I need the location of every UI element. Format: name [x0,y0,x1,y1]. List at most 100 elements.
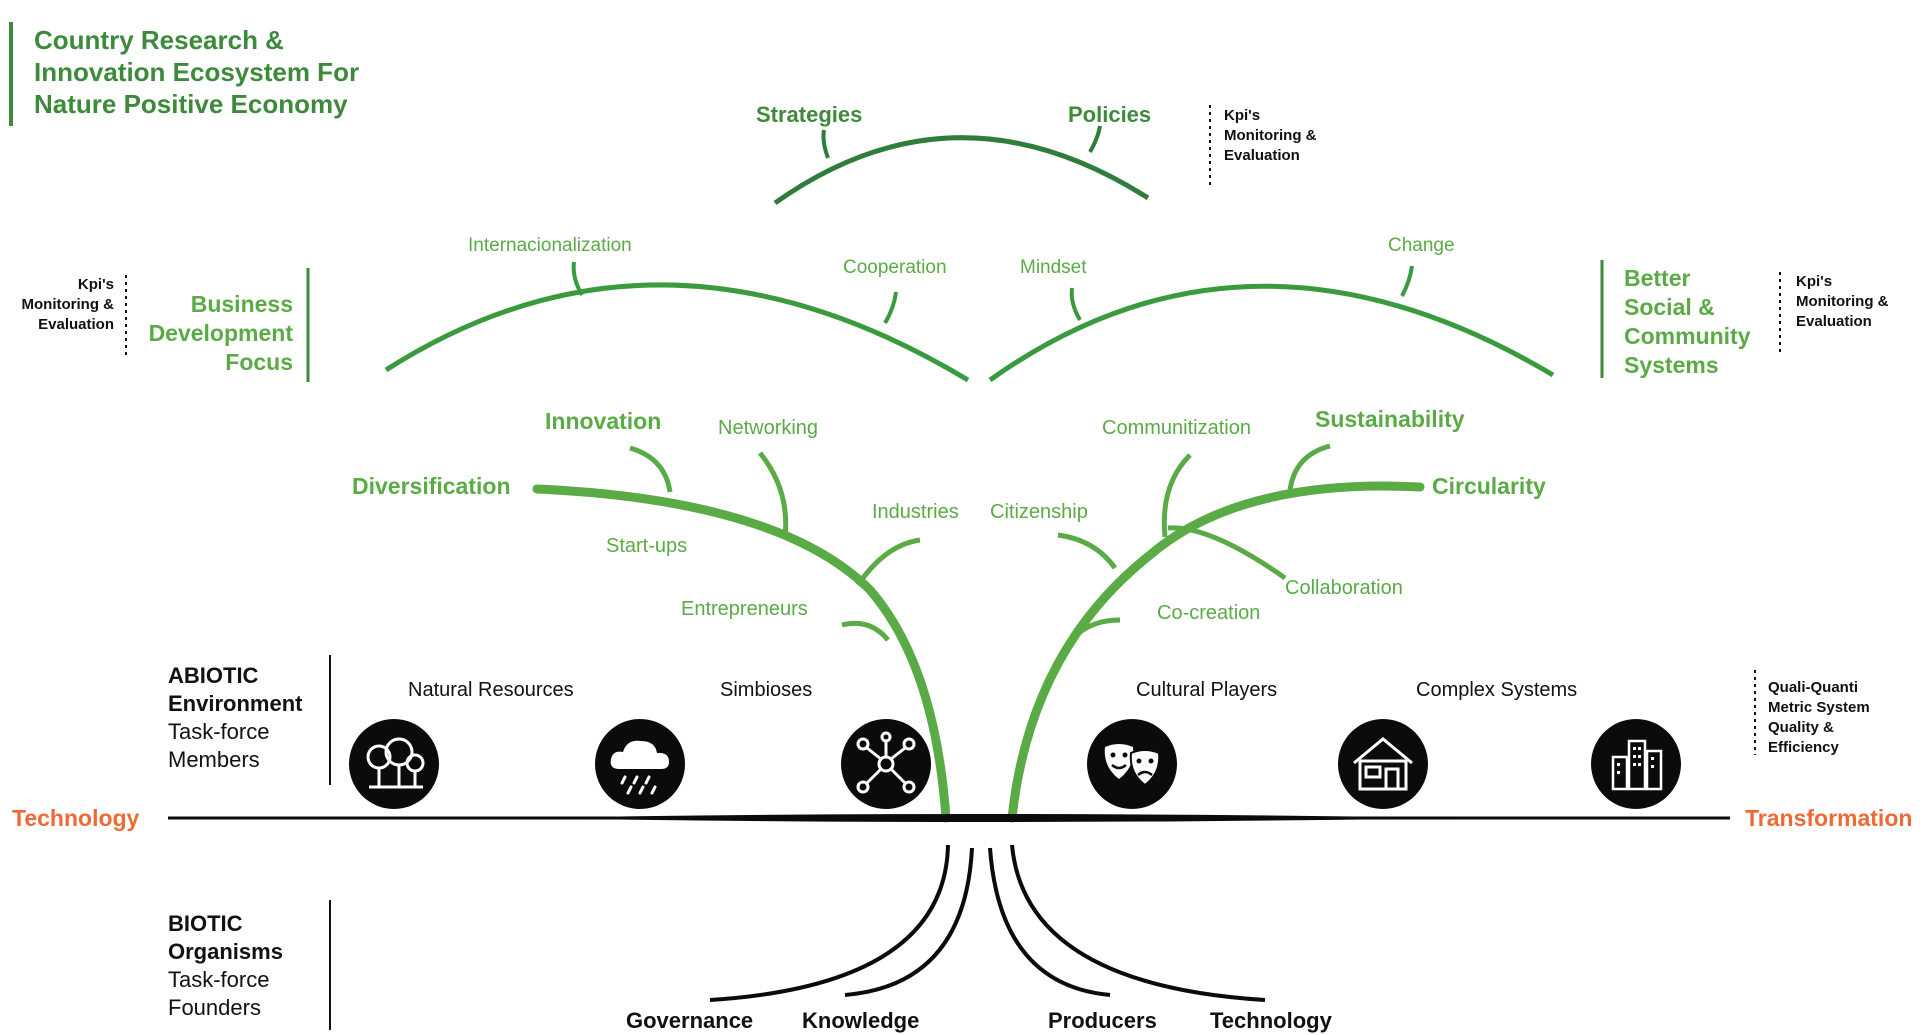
label-startups: Start-ups [606,535,688,557]
ground-line-bulge [520,814,1460,822]
label-cooperation: Cooperation [843,257,947,278]
left-kpi: Kpi's Monitoring & Evaluation [8,275,114,335]
root-label-technology: Technology [1210,1008,1332,1033]
label-communitization: Communitization [1102,417,1251,439]
business-development-title: Business Development Focus [138,290,293,377]
biotic-title-line: BIOTIC [168,911,243,936]
root-technology [1010,844,1266,1002]
better-social-title: Better Social & Community Systems [1624,264,1751,380]
category-complex-systems: Complex Systems [1416,679,1578,701]
label-change: Change [1388,235,1455,256]
root-producers [988,847,1111,997]
category-cultural-players: Cultural Players [1136,679,1278,701]
label-diversification: Diversification [352,473,511,499]
right-mid-leaf-1 [1069,287,1082,322]
right-mid-arc [988,283,1555,383]
right-twig-sustainability [1287,443,1331,491]
kpi-line: Monitoring & [1224,127,1317,144]
label-sustainability: Sustainability [1315,406,1465,432]
root-knowledge [844,847,974,997]
label-circularity: Circularity [1432,473,1546,499]
rain-cloud-icon [595,719,685,809]
label-mindset: Mindset [1020,257,1087,278]
label-cocreation: Co-creation [1157,602,1261,624]
metric-line: Quality & [1768,719,1834,736]
abiotic-sub-line: Members [168,747,260,772]
side-title-line: Systems [1624,352,1719,378]
title-line: Country Research & [34,25,284,55]
right-mid-leaf-2 [1400,265,1414,297]
city-buildings-icon [1591,719,1681,809]
metric-line: Efficiency [1768,739,1839,756]
crown-label-strategies: Strategies [756,102,863,127]
house-icon [1338,719,1428,809]
title-line: Innovation Ecosystem For [34,57,360,87]
side-title-line: Focus [225,349,293,375]
abiotic-title-line: ABIOTIC [168,663,259,688]
side-title-line: Social & [1624,294,1715,320]
kpi-line: Monitoring & [21,296,114,313]
biotic-title: BIOTIC Organisms Task-force Founders [168,910,283,1022]
metric-line: Quali-Quanti [1768,679,1858,696]
label-citizenship: Citizenship [990,501,1088,523]
crown-arc [773,135,1150,206]
kpi-line: Evaluation [38,316,114,333]
label-industries: Industries [872,501,959,523]
label-networking: Networking [718,417,819,439]
abiotic-title: ABIOTIC Environment Task-force Members [168,662,302,774]
left-mid-leaf-2 [883,291,898,325]
kpi-line: Evaluation [1796,313,1872,330]
label-internacionalization: Internacionalization [468,235,632,256]
left-mid-arc [384,282,970,383]
kpi-line: Kpi's [1224,107,1261,124]
right-twig-communitization [1161,453,1192,538]
page-title: Country Research & Innovation Ecosystem … [34,24,359,120]
metric-line: Metric System [1768,699,1870,716]
root-label-governance: Governance [626,1008,754,1033]
ground-label-right: Transformation [1745,805,1913,831]
label-innovation: Innovation [545,408,662,434]
right-twig-cocreation [1065,617,1121,647]
kpi-line: Kpi's [1796,273,1833,290]
root-label-producers: Producers [1048,1008,1157,1033]
crown-label-policies: Policies [1068,102,1152,127]
right-kpi: Kpi's Monitoring & Evaluation [1796,272,1888,332]
left-twig-innovation [629,445,673,493]
title-line: Nature Positive Economy [34,89,348,119]
right-twig-citizenship [1057,532,1118,570]
trees-icon [349,719,439,809]
side-title-line: Business [190,291,293,317]
kpi-line: Evaluation [1224,147,1300,164]
crown-leaf-right [1088,125,1102,153]
category-simbioses: Simbioses [720,679,813,701]
label-collaboration: Collaboration [1285,577,1403,599]
abiotic-sub-line: Task-force [168,719,270,744]
metric-system-label: Quali-Quanti Metric System Quality & Eff… [1768,678,1870,758]
left-twig-industries [855,537,921,587]
network-nodes-icon [841,719,931,809]
biotic-sub-line: Founders [168,995,261,1020]
side-title-line: Development [148,320,293,346]
kpi-line: Monitoring & [1796,293,1889,310]
title-accent-bar [9,22,13,126]
left-twig-networking [758,451,789,538]
theater-masks-icon [1087,719,1177,809]
right-twig-collaboration [1167,525,1287,581]
abiotic-title-line: Environment [168,691,303,716]
root-governance [709,844,950,1002]
biotic-sub-line: Task-force [168,967,270,992]
crown-kpi: Kpi's Monitoring & Evaluation [1224,106,1316,166]
biotic-title-line: Organisms [168,939,283,964]
side-title-line: Better [1624,265,1691,291]
category-natural-resources: Natural Resources [408,679,574,701]
kpi-line: Kpi's [77,276,114,293]
right-stem [1007,481,1425,823]
left-twig-entrepreneurs [841,620,890,642]
root-label-knowledge: Knowledge [802,1008,920,1033]
left-mid-leaf-1 [571,261,584,297]
crown-leaf-left [821,129,830,159]
side-title-line: Community [1624,323,1751,349]
ground-label-left: Technology [12,805,140,831]
